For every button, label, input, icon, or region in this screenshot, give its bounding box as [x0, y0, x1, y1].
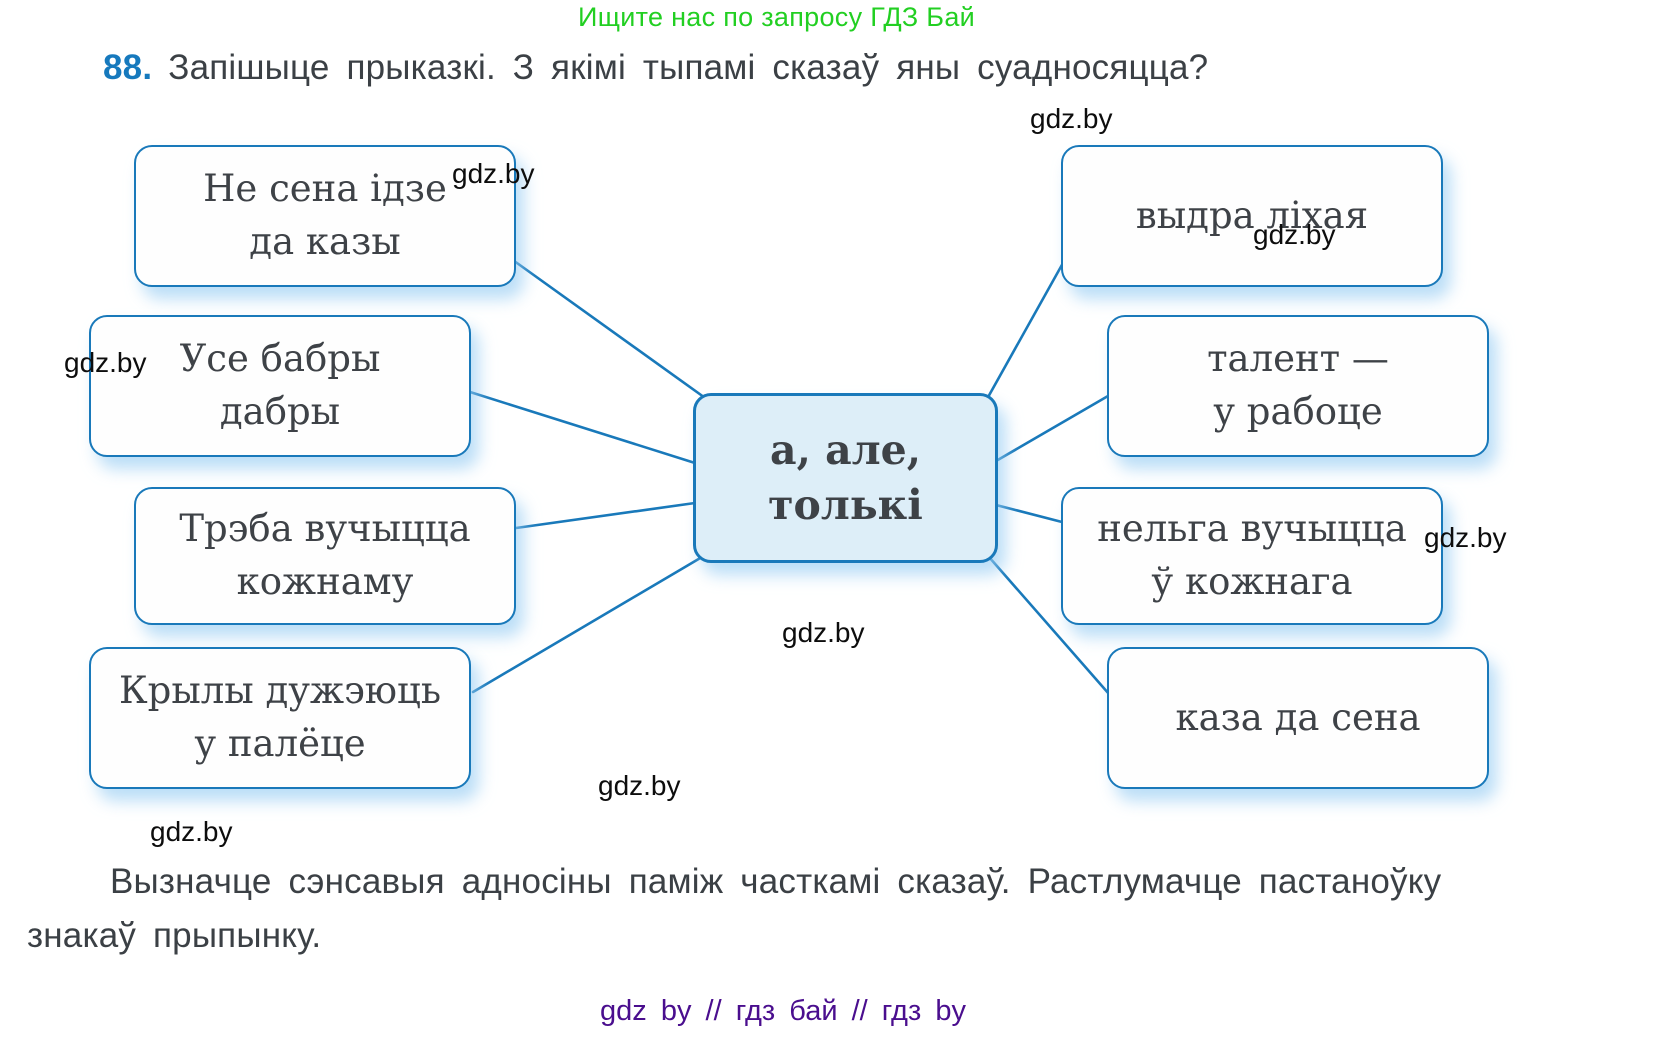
proverb-box-line: выдра ліхая: [1135, 193, 1369, 237]
connector-right-4: [987, 555, 1111, 696]
connector-right-1: [985, 261, 1065, 401]
proverb-box-line: у палёце: [194, 722, 366, 765]
conjunctions-line: а, але,: [770, 425, 921, 474]
proverb-box-use-babry: Усе бабры дабры: [89, 315, 471, 457]
followup-instruction-line2: знакаў прыпынку.: [27, 916, 322, 955]
watermark-gdzby: gdz.by: [1253, 219, 1336, 250]
proverb-box-kaza: каза да сена: [1107, 647, 1489, 789]
proverb-box-line: дабры: [219, 390, 341, 433]
proverb-box-vydra: выдра ліхая: [1061, 145, 1443, 287]
proverb-box-talent: талент — у рабоце: [1107, 315, 1489, 457]
proverb-box-nelga: нельга вучыцца ў кожнага: [1061, 487, 1443, 625]
proverb-box-kryly: Крылы дужэюць у палёце: [89, 647, 471, 789]
proverb-box-line: Трэба вучыцца: [179, 507, 471, 551]
proverb-box-treba-vuchycca: Трэба вучыцца кожнаму: [134, 487, 516, 625]
proverb-box-line: кожнаму: [236, 560, 414, 603]
conjunctions-center-box: а, але, толькі: [693, 393, 998, 563]
conjunctions-line: толькі: [768, 481, 923, 529]
watermark-gdzby: gdz.by: [598, 770, 681, 801]
proverb-box-line: талент —: [1207, 337, 1389, 381]
connector-left-3: [514, 501, 697, 530]
proverb-box-line: нельга вучыцца: [1097, 507, 1407, 551]
watermark-gdzby: gdz.by: [64, 347, 147, 378]
watermark-gdzby: gdz.by: [150, 816, 233, 847]
connector-left-2: [468, 390, 697, 465]
followup-instruction-line1: Вызначце сэнсавыя адносіны паміж часткам…: [110, 862, 1442, 901]
proverb-box-line: да казы: [249, 220, 401, 263]
proverb-box-ne-sena: Не сена ідзе да казы: [134, 145, 516, 287]
watermark-gdzby: gdz.by: [1030, 103, 1113, 134]
connector-right-2: [994, 394, 1110, 463]
promo-banner: Ищите нас по запросу ГДЗ Бай: [578, 2, 976, 32]
connector-right-3: [994, 503, 1064, 524]
exercise-number: 88.: [103, 48, 153, 87]
proverb-box-line: каза да сена: [1175, 695, 1421, 739]
connector-left-1: [508, 256, 710, 402]
proverb-box-line: ў кожнага: [1151, 560, 1353, 603]
proverb-box-line: Усе бабры: [179, 337, 381, 381]
footer-gdz-links: gdz by // гдз бай // гдз by: [600, 995, 966, 1027]
watermark-gdzby: gdz.by: [452, 158, 535, 189]
proverb-box-line: Не сена ідзе: [203, 167, 447, 211]
watermark-gdzby: gdz.by: [1424, 522, 1507, 553]
proverb-box-line: у рабоце: [1213, 390, 1383, 433]
proverb-box-line: Крылы дужэюць: [119, 669, 441, 713]
connector-left-4: [471, 555, 704, 694]
exercise-prompt: Запішыце прыказкі. З якімі тыпамі сказаў…: [168, 48, 1209, 87]
exercise-prompt-line: 88. Запішыце прыказкі. З якімі тыпамі ска…: [103, 48, 1208, 88]
watermark-gdzby: gdz.by: [782, 617, 865, 648]
